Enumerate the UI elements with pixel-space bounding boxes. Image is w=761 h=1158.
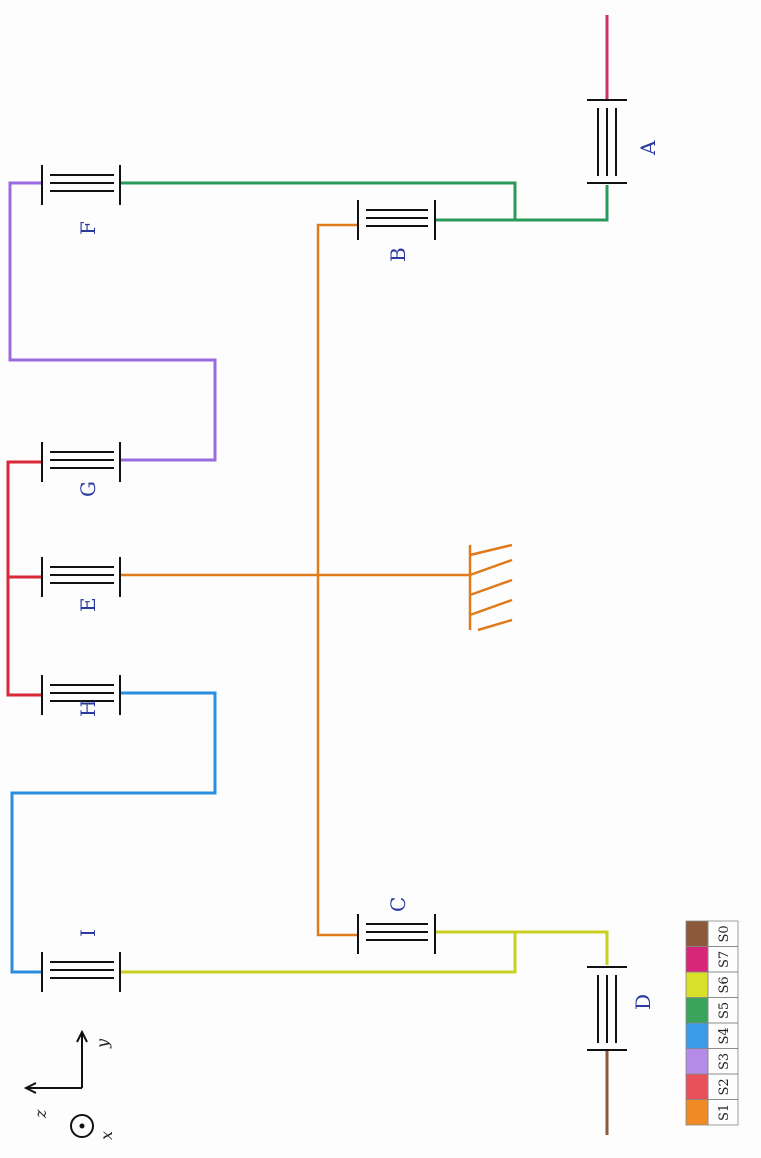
legend-swatch-s5	[685, 997, 709, 1024]
legend-label-s7: S7	[717, 951, 732, 968]
label-g: G	[76, 481, 100, 497]
joint-d	[587, 966, 627, 1051]
axis-z-label: z	[31, 1109, 50, 1119]
joint-a	[587, 99, 627, 184]
link-s5	[120, 181, 609, 222]
legend-swatch-s1	[685, 1099, 709, 1126]
link-s1	[120, 223, 470, 937]
joint-g	[41, 442, 121, 482]
label-b: B	[386, 247, 410, 262]
legend-label-s6: S6	[717, 976, 732, 993]
legend-label-s4: S4	[717, 1027, 732, 1044]
legend-label-s0: S0	[717, 925, 732, 942]
label-d: D	[631, 994, 655, 1010]
joint-c	[357, 914, 436, 954]
ground-symbol	[468, 543, 513, 632]
label-h: H	[76, 700, 100, 717]
legend-swatch-s2	[685, 1073, 709, 1100]
label-f: F	[76, 221, 100, 235]
legend-swatch-s6	[685, 971, 709, 998]
label-e: E	[76, 597, 100, 612]
link-s2	[6, 460, 42, 697]
legend-label-s2: S2	[717, 1078, 732, 1095]
legend-label-s1: S1	[717, 1104, 732, 1121]
legend-swatch-s4	[685, 1022, 709, 1049]
axis-x-label: x	[97, 1131, 116, 1140]
label-c: C	[386, 897, 410, 912]
joint-f	[41, 165, 121, 205]
legend: S1 S2 S3 S4 S5 S6 S7 S0	[685, 920, 739, 1126]
link-s6	[120, 930, 609, 974]
joint-e	[41, 557, 121, 597]
label-i: I	[76, 929, 100, 937]
legend-cell	[707, 920, 739, 947]
joint-h	[41, 675, 121, 715]
label-a: A	[636, 140, 660, 156]
legend-swatch-s7	[685, 946, 709, 973]
legend-swatch-s3	[685, 1048, 709, 1075]
legend-label-s3: S3	[717, 1053, 732, 1070]
axes-triad	[23, 1029, 94, 1138]
legend-swatch-s0	[685, 920, 709, 947]
joint-i	[41, 952, 121, 992]
legend-label-s5: S5	[717, 1002, 732, 1019]
joint-b	[357, 200, 436, 240]
axis-y-label: y	[93, 1038, 112, 1049]
link-s4	[10, 691, 217, 974]
link-s3	[8, 181, 217, 462]
